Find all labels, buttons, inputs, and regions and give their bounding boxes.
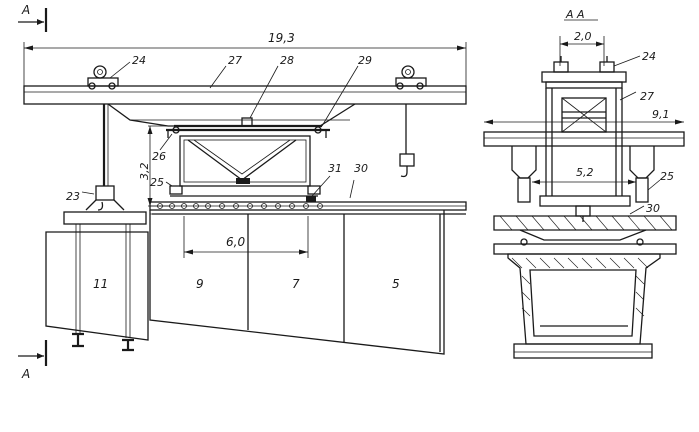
- section-view-title: A A: [565, 8, 585, 21]
- section-view: A A 2,0: [483, 8, 685, 359]
- main-girder: [23, 85, 467, 127]
- callout-right-27: 27: [640, 90, 654, 103]
- callout-25: 25: [150, 176, 164, 189]
- support-width-value: 5,2: [576, 166, 594, 179]
- span-value: 19,3: [268, 31, 295, 45]
- segment-label-11: 11: [93, 277, 108, 291]
- section-letter-top: A: [21, 3, 30, 17]
- section-platform: [539, 195, 631, 222]
- callout-24: 24: [132, 54, 146, 67]
- segment-label-9: 9: [196, 277, 204, 291]
- hanger-spacing-value: 2,0: [574, 30, 592, 43]
- callout-right-30: 30: [646, 202, 660, 215]
- section-deck: [493, 215, 677, 255]
- deck: [149, 196, 467, 211]
- trolley-frame: [166, 117, 330, 197]
- callout-27: 27: [228, 54, 242, 67]
- girder-width-value: 9,1: [652, 108, 670, 121]
- installed-segments: 9 7 5: [149, 210, 466, 355]
- callouts-left: 24 27 28 29 26 25 31 30 23: [66, 54, 372, 203]
- span-dimension: 19,3: [23, 31, 467, 86]
- support-width-dimension: 5,2: [532, 166, 636, 185]
- rollers: [157, 203, 323, 209]
- hanger-spacing-dimension: 2,0: [559, 30, 605, 66]
- callouts-right: 24 27 25 30: [613, 50, 674, 215]
- lifting-eye-left: [87, 65, 119, 90]
- segment-label-5: 5: [392, 277, 400, 291]
- callout-right-25: 25: [660, 170, 674, 183]
- box-section: [507, 253, 661, 359]
- section-mark-bottom: A: [18, 340, 48, 381]
- callout-29: 29: [358, 54, 372, 67]
- callout-23: 23: [66, 190, 80, 203]
- callout-26: 26: [152, 150, 166, 163]
- section-bracing: [561, 97, 607, 133]
- callout-30: 30: [354, 162, 368, 175]
- segment-11: 11: [45, 224, 149, 352]
- trolley-base-dimension: 6,0: [183, 216, 309, 258]
- segment-label-7: 7: [292, 277, 300, 291]
- frame-height-value: 3,2: [138, 163, 151, 181]
- callout-31: 31: [328, 162, 342, 175]
- section-top-beam: [541, 56, 627, 89]
- callout-28: 28: [280, 54, 294, 67]
- lifting-eye-right: [395, 65, 427, 90]
- elevation-view: A A 19,3: [18, 3, 467, 381]
- section-hangers: [545, 88, 623, 196]
- section-mark-top: A: [18, 3, 48, 32]
- callout-right-24: 24: [642, 50, 656, 63]
- section-letter-bottom: A: [21, 367, 30, 381]
- right-hanger: [399, 104, 415, 178]
- left-hanger: [63, 104, 147, 225]
- section-girder: 9,1: [483, 108, 685, 147]
- trolley-base-value: 6,0: [226, 235, 245, 249]
